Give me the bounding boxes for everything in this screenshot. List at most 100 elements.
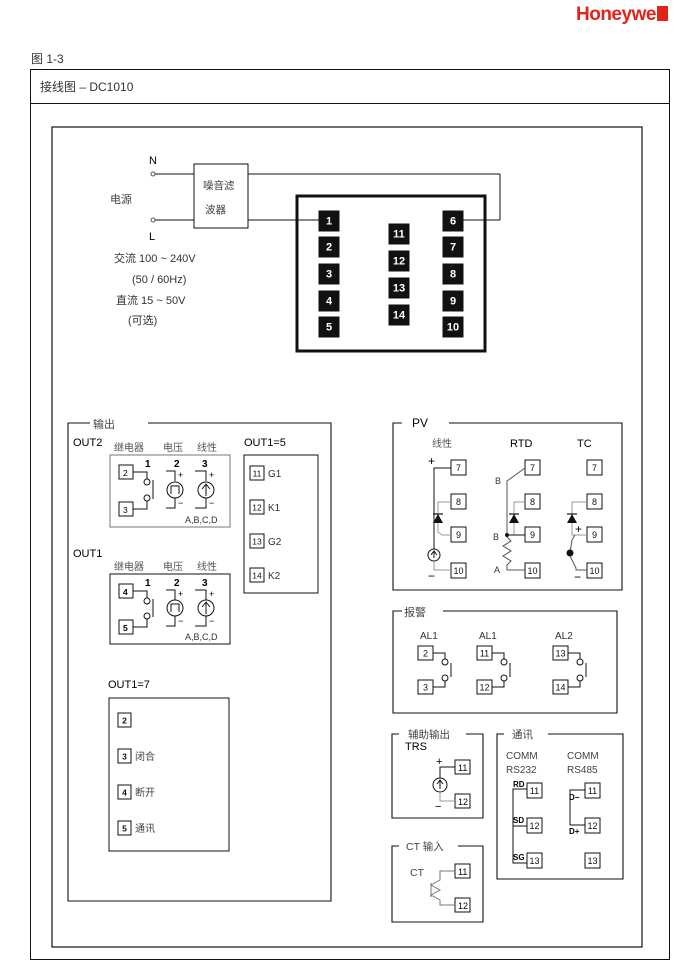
svg-text:5: 5 (122, 824, 127, 834)
pv-linear-circuit: + − (427, 454, 451, 583)
pv-terminal-8: 8 (450, 493, 467, 510)
terminal-2: 2 (318, 236, 340, 258)
ct-sub: CT (410, 867, 425, 879)
alarm-terminal: 11 (476, 645, 493, 661)
out1-7-terminal-5: 5 (117, 820, 132, 836)
power-label: 电源 (110, 192, 132, 206)
pv-rtd-circuit: B B A (493, 467, 526, 575)
diagram-frame (30, 69, 670, 960)
svg-text:12: 12 (393, 256, 405, 268)
terminal-13: 13 (388, 277, 410, 299)
comm-title: 通讯 (512, 728, 533, 741)
rs485-terminal: 12 (584, 817, 601, 834)
diagram-title: 接线图 – DC1010 (40, 80, 134, 94)
pv-terminal-7: 7 (524, 459, 541, 476)
ac-spec: 交流 100 ~ 240V (114, 251, 196, 265)
svg-text:13: 13 (555, 649, 565, 659)
rs485-dminus: D− (569, 793, 580, 802)
out1-5-label: OUT1=5 (244, 437, 286, 449)
terminal-8: 8 (442, 263, 464, 285)
aux-output-group: 辅助输出 TRS 11 12 + − (391, 728, 484, 819)
out1-7-box (108, 697, 230, 852)
svg-text:+: + (209, 470, 214, 480)
aux-term-12: 12 (458, 797, 468, 807)
out1-num-2: 2 (174, 578, 180, 589)
svg-text:13: 13 (252, 537, 262, 547)
out1-7-name: 闭合 (135, 750, 155, 763)
svg-text:10: 10 (447, 322, 459, 334)
pv-tc-label: TC (577, 438, 592, 450)
terminal-10: 10 (442, 316, 464, 338)
svg-text:1: 1 (326, 216, 332, 228)
out1-5-terminal-14: 14 (249, 567, 265, 583)
svg-text:9: 9 (592, 530, 597, 540)
rs232-terminal: 12 (526, 817, 543, 834)
svg-text:3: 3 (122, 752, 127, 762)
out2-num-2: 2 (174, 459, 180, 470)
alarm-terminal: 2 (417, 645, 434, 661)
svg-text:11: 11 (588, 786, 597, 796)
output-group: 输出 OUT2 继电器 电压 线性 1 2 3 2 3 + − (67, 417, 332, 902)
svg-text:7: 7 (456, 463, 461, 473)
figure-label: 图 1-3 (31, 52, 64, 66)
svg-text:13: 13 (529, 856, 539, 866)
out2-type-voltage: 电压 (163, 441, 183, 454)
out2-num-3: 3 (202, 459, 208, 470)
svg-text:11: 11 (480, 649, 489, 659)
alarm-terminal: 13 (552, 645, 569, 661)
svg-text:11: 11 (393, 229, 405, 241)
pv-terminal-10: 10 (586, 562, 603, 579)
ct-title: CT 输入 (406, 840, 444, 853)
out2-box (109, 454, 231, 528)
svg-text:10: 10 (527, 566, 537, 576)
svg-text:12: 12 (479, 683, 489, 693)
alarm-terminal: 3 (417, 679, 434, 695)
l-terminal-icon (150, 217, 156, 223)
inner-frame (51, 126, 643, 948)
svg-text:−: − (178, 498, 183, 508)
noise-filter (193, 163, 249, 229)
ct-input-group: CT 输入 CT 11 12 (391, 840, 484, 923)
alarm-terminal: 14 (552, 679, 569, 695)
pv-terminal-7: 7 (586, 459, 603, 476)
svg-text:B: B (493, 532, 499, 542)
out1-note: A,B,C,D (185, 632, 218, 642)
alarm-label: AL1 (420, 631, 438, 642)
l-label: L (149, 231, 155, 243)
rs485-line1: COMM (567, 751, 599, 762)
rs232-sg: SG (513, 853, 525, 862)
pv-terminal-10: 10 (450, 562, 467, 579)
svg-text:B: B (495, 476, 501, 486)
out2-relay-icon (118, 464, 154, 517)
out1-5-terminal-13: 13 (249, 533, 265, 549)
out1-7-terminal-4: 4 (117, 784, 132, 800)
svg-text:8: 8 (456, 497, 461, 507)
out1-7-terminal-2: 2 (117, 712, 132, 728)
out1-5-name: K1 (268, 503, 281, 514)
svg-text:−: − (209, 616, 214, 626)
svg-text:11: 11 (530, 786, 539, 796)
alarm-title: 报警 (404, 605, 426, 619)
ct-term-12: 12 (458, 901, 468, 911)
out1-7-name: 通讯 (135, 823, 155, 835)
pv-terminal-8: 8 (524, 493, 541, 510)
svg-text:8: 8 (450, 269, 456, 281)
terminal-7: 7 (442, 236, 464, 258)
out1-box (109, 573, 231, 645)
pv-terminal-9: 9 (450, 526, 467, 543)
out1-type-voltage: 电压 (163, 560, 183, 573)
terminal-block (295, 194, 487, 353)
out2-term-a: 2 (123, 468, 128, 478)
svg-text:2: 2 (122, 716, 127, 726)
terminal-11: 11 (388, 223, 410, 245)
output-group-title: 输出 (93, 417, 115, 431)
dc-spec: 直流 15 ~ 50V (116, 293, 186, 307)
n-label: N (149, 155, 157, 167)
svg-text:2: 2 (423, 649, 428, 659)
out1-5-name: K2 (268, 571, 281, 582)
out2-term-b: 3 (123, 505, 128, 515)
